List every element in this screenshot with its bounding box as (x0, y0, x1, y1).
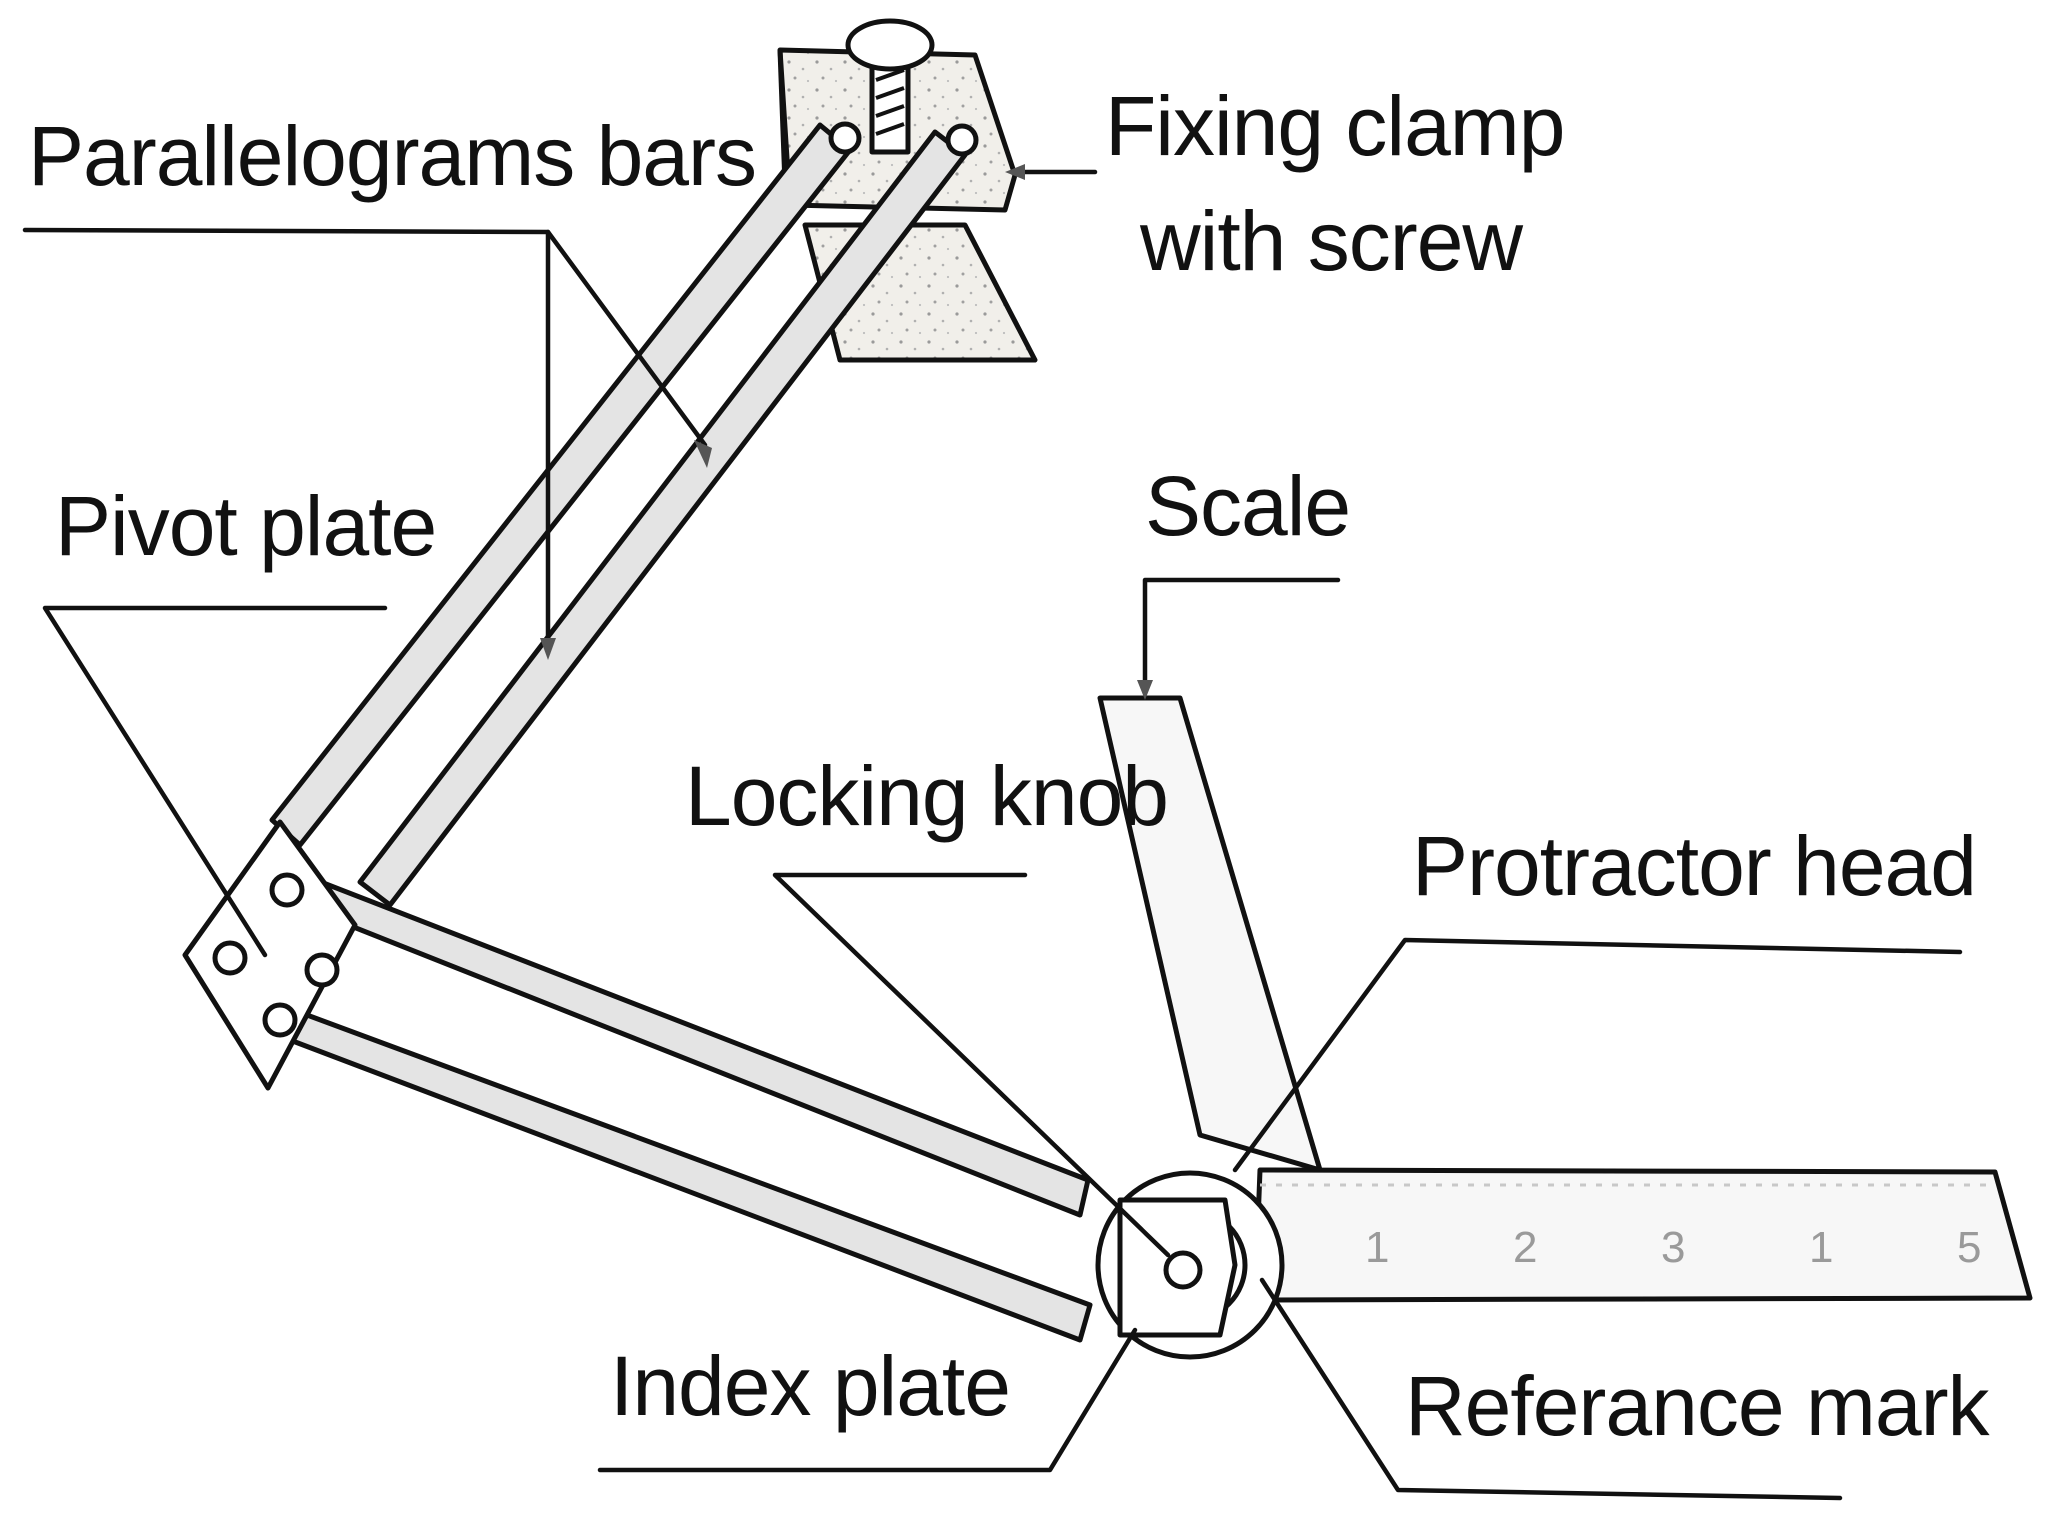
protractor-head (1095, 1170, 1285, 1360)
locking-knob (1163, 1250, 1203, 1290)
pivot-hole (269, 872, 305, 908)
label-pivot-plate: Pivot plate (55, 479, 436, 573)
label-locking-knob: Locking knob (685, 749, 1168, 843)
label-index-plate: Index plate (610, 1339, 1010, 1433)
clamp-pin (828, 121, 862, 155)
pivot-plate-shape (182, 819, 358, 1091)
pivot-hole (262, 1002, 298, 1038)
scale-blade: 1 2 3 1 5 (1097, 695, 2033, 1303)
leader-protractor-head (1232, 937, 1963, 1173)
scale-tick-label: 1 (1365, 1223, 1389, 1272)
arrow-head (1005, 164, 1025, 180)
scale-ticks: 1 2 3 1 5 (1365, 1223, 1981, 1272)
screw-thread (875, 86, 905, 100)
pivot-hole (304, 952, 340, 988)
leader-pivot-plate (42, 605, 388, 958)
scale-tick-label: 2 (1513, 1223, 1537, 1272)
arrow-head (540, 638, 556, 660)
arrow-head (1137, 680, 1153, 700)
pivot-plate (182, 819, 358, 1091)
clamp-edge (777, 49, 788, 186)
scale-tick-label: 5 (1957, 1223, 1981, 1272)
leader-locking-knob (772, 872, 1171, 1258)
leader-index-plate (597, 1327, 1138, 1473)
leader-scale (1137, 577, 1341, 700)
scale-tick-label: 3 (1661, 1223, 1685, 1272)
clamp-screw-head (845, 18, 935, 72)
leader-parallelograms-bars (22, 227, 712, 660)
leader-fixing-clamp (1005, 164, 1098, 180)
scale-tick-label: 1 (1809, 1223, 1833, 1272)
label-protractor-head: Protractor head (1412, 819, 1976, 913)
label-reference-mark: Referance mark (1405, 1359, 1991, 1453)
leader-reference-mark (1259, 1277, 1843, 1501)
label-parallelograms-bars: Parallelograms bars (28, 109, 756, 203)
clamp-pin (945, 123, 979, 157)
label-fixing-clamp-line2: with screw (1139, 194, 1523, 288)
label-fixing-clamp-line1: Fixing clamp (1105, 79, 1564, 173)
screw-thread (875, 122, 905, 136)
arrow-head (694, 440, 712, 468)
label-scale: Scale (1145, 459, 1350, 553)
screw-thread (875, 68, 905, 82)
pivot-hole (212, 940, 248, 976)
screw-thread (875, 104, 905, 118)
